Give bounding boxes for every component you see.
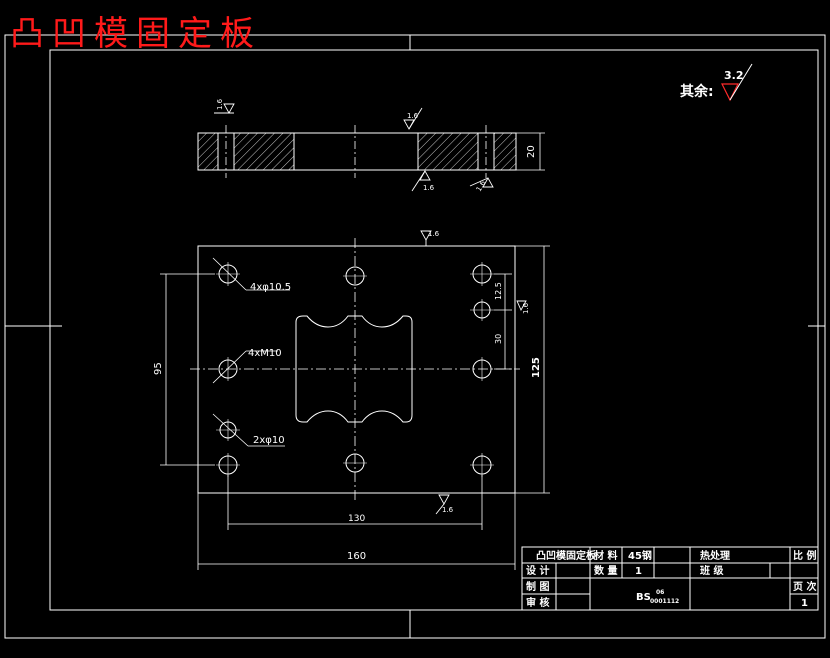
dim-width-total: 160 xyxy=(347,551,366,562)
tb-design-label: 设 计 xyxy=(526,564,549,577)
tb-drawing-label: 制 图 xyxy=(526,580,549,593)
callout-bolt-holes: 4xφ10.5 xyxy=(250,282,291,293)
dim-height-total: 125 xyxy=(531,357,542,378)
tb-material-value: 45钢 xyxy=(628,549,652,562)
plan-view: 4xφ10.5 4xM10 2xφ10 xyxy=(153,230,550,570)
callout-threaded-holes: 4xM10 xyxy=(248,348,282,359)
tb-page-label: 页 次 xyxy=(793,580,816,593)
dim-pitch-small: 12.5 xyxy=(494,282,503,300)
tb-class-label: 班 级 xyxy=(700,564,724,577)
tb-heat-treatment: 热处理 xyxy=(700,549,730,562)
section-roughness-3: 1.6 xyxy=(423,184,435,192)
tb-scale-label: 比 例 xyxy=(793,549,816,562)
section-roughness-1: 1.6 xyxy=(216,98,224,110)
tb-drawing-no-sup: 06 xyxy=(656,589,664,596)
section-view: 20 1.6 1.6 1.6 1.6 xyxy=(197,98,545,193)
tb-page-value: 1 xyxy=(801,598,808,609)
callout-dowel-holes: 2xφ10 xyxy=(253,435,285,446)
tb-material-label: 材 料 xyxy=(594,549,617,562)
plan-roughness-1: 1.6 xyxy=(428,230,440,238)
dimension-lines xyxy=(160,245,550,570)
tb-quantity-label: 数 量 xyxy=(594,564,617,577)
tb-quantity-value: 1 xyxy=(635,566,642,577)
general-roughness-label: 其余: xyxy=(680,83,714,100)
dim-width-holes: 130 xyxy=(348,514,365,524)
tb-review-label: 审 核 xyxy=(526,596,549,609)
drawing-title: 凸凹模固定板 xyxy=(10,14,262,54)
tb-drawing-no-sub: 0001112 xyxy=(650,598,679,605)
drawing-frame xyxy=(4,34,826,639)
tb-part-name: 凸凹模固定板 xyxy=(536,549,597,562)
section-roughness-4: 1.6 xyxy=(475,179,488,193)
title-block: 凸凹模固定板 材 料 45钢 热处理 比 例 设 计 数 量 1 班 级 制 图… xyxy=(521,546,819,611)
dim-pitch: 30 xyxy=(494,334,503,344)
tb-drawing-no: BS xyxy=(636,592,651,603)
plan-roughness-2: 1.6 xyxy=(442,506,454,514)
punch-opening xyxy=(295,315,413,423)
general-roughness-note: 其余: 3.2 xyxy=(680,63,753,102)
section-roughness-2: 1.6 xyxy=(407,112,419,120)
plan-roughness-3: 1.6 xyxy=(522,302,530,314)
general-roughness-value: 3.2 xyxy=(724,69,744,82)
roughness-symbol-icon xyxy=(721,83,739,102)
thickness-dim: 20 xyxy=(526,145,537,158)
dim-height-holes: 95 xyxy=(153,362,164,375)
